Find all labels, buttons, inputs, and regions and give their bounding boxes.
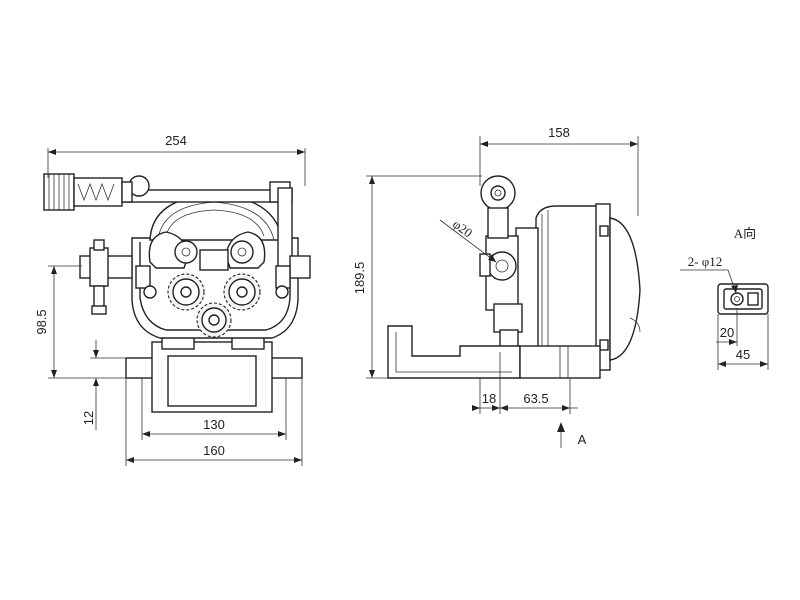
center-bracket bbox=[199, 249, 229, 271]
side-view: 158 189.5 φ20 18 63.5 bbox=[352, 125, 641, 448]
front-view: 254 98.5 12 130 bbox=[34, 133, 311, 466]
inlet-cap bbox=[93, 239, 105, 251]
wire-outlet-guide bbox=[289, 255, 311, 279]
dim-label-98: 98.5 bbox=[34, 309, 49, 334]
dim-label-45: 45 bbox=[736, 347, 750, 362]
flange-bolt-1 bbox=[599, 225, 609, 237]
dim-base-outer: 160 bbox=[125, 378, 303, 466]
detail-title: A向 bbox=[734, 226, 756, 241]
dim-overall-width: 254 bbox=[47, 133, 306, 186]
detail-hole-1 bbox=[730, 292, 744, 306]
detail-view-a: A向 2- φ12 20 45 bbox=[680, 226, 769, 370]
base-block-window bbox=[167, 355, 257, 407]
screw-right bbox=[275, 285, 289, 299]
dim-label-18: 18 bbox=[482, 391, 496, 406]
pressure-roller-right bbox=[230, 240, 254, 264]
view-arrow-label: A bbox=[578, 432, 587, 447]
base-block bbox=[151, 341, 273, 413]
dim-detail-holes: 2- φ12 bbox=[680, 254, 738, 294]
arc-guard-inner-2 bbox=[165, 209, 265, 237]
drive-gear bbox=[196, 302, 232, 338]
dim-label-63: 63.5 bbox=[523, 391, 548, 406]
view-arrow-a: A bbox=[557, 422, 587, 448]
feed-gear-left bbox=[167, 273, 205, 311]
lower-bracket bbox=[493, 303, 523, 333]
dim-base-height: 12 bbox=[81, 340, 128, 430]
dim-label-160: 160 bbox=[203, 443, 225, 458]
dim-height-98: 98.5 bbox=[34, 265, 128, 379]
screw-left bbox=[143, 285, 157, 299]
feed-gear-right bbox=[223, 273, 261, 311]
clip-right bbox=[275, 265, 291, 289]
inlet-screw-head bbox=[91, 305, 107, 315]
motor-body bbox=[535, 205, 605, 369]
detail-hole-2 bbox=[747, 292, 759, 306]
flange-bolt-2 bbox=[599, 339, 609, 351]
dim-label-holes: 2- φ12 bbox=[688, 254, 723, 269]
side-base-foot bbox=[387, 325, 521, 379]
tension-spring-housing bbox=[73, 177, 123, 207]
dim-label-254: 254 bbox=[165, 133, 187, 148]
motor-end-cap bbox=[609, 217, 641, 361]
dim-label-20: 20 bbox=[720, 325, 734, 340]
inlet-screw bbox=[93, 285, 105, 309]
dim-label-12: 12 bbox=[81, 411, 96, 425]
dim-side-height: 189.5 bbox=[352, 175, 482, 379]
dim-label-130: 130 bbox=[203, 417, 225, 432]
dim-base-inner: 130 bbox=[141, 378, 287, 440]
dim-detail-spacing: 20 bbox=[716, 308, 738, 346]
dim-label-158: 158 bbox=[548, 125, 570, 140]
inlet-nut bbox=[89, 247, 109, 287]
dim-label-189: 189.5 bbox=[352, 262, 367, 295]
dim-detail-width: 45 bbox=[717, 314, 769, 370]
dim-label-phi20: φ20 bbox=[450, 216, 475, 240]
detail-base-slot bbox=[723, 288, 763, 310]
clip-left bbox=[135, 265, 151, 289]
spring-nut bbox=[121, 181, 133, 203]
side-screw bbox=[479, 253, 491, 277]
dim-side-width: 158 bbox=[479, 125, 639, 216]
motor-cable bbox=[629, 317, 641, 333]
roller-arm bbox=[487, 207, 509, 239]
dim-side-offsets: 18 63.5 bbox=[472, 352, 578, 414]
tension-spring bbox=[77, 182, 115, 202]
pressure-roller-left bbox=[174, 240, 198, 264]
